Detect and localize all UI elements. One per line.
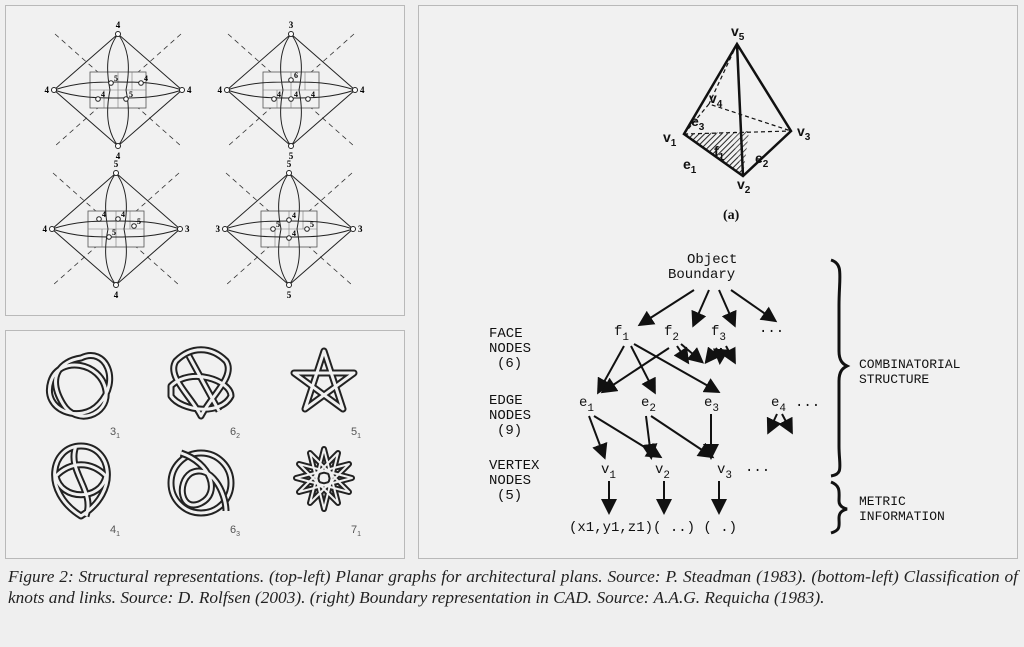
node-label: 4 xyxy=(311,90,315,99)
knot-label: 51 xyxy=(351,426,361,440)
node-label: 4 xyxy=(121,210,125,219)
knot-4-1 xyxy=(51,442,111,520)
node-label: 5 xyxy=(287,159,292,169)
figure-a-label: (a) xyxy=(723,208,740,223)
node-label: 4 xyxy=(116,151,121,161)
edge-node: e4 xyxy=(771,395,786,415)
knot-5-1 xyxy=(290,347,358,413)
braces xyxy=(830,258,851,535)
face-label: (6) xyxy=(497,356,522,372)
root-node: Boundary xyxy=(668,267,735,283)
combinatorial-label: STRUCTURE xyxy=(859,372,929,387)
face-node: f3 xyxy=(711,324,726,344)
vertex-node: v3 xyxy=(717,462,732,482)
knots-figure: 31 62 51 41 63 71 xyxy=(45,346,361,538)
edge-label: (9) xyxy=(497,423,522,439)
vertex-label: VERTEX xyxy=(489,458,540,474)
figure-caption: Figure 2: Structural representations. (t… xyxy=(8,567,1018,607)
label-v5: v5 xyxy=(731,23,745,43)
combinatorial-label: COMBINATORIAL xyxy=(859,357,960,372)
ellipsis: ... xyxy=(759,321,784,337)
node-label: 4 xyxy=(101,90,105,99)
brep-figure: v5 v4 e3 v1 v3 f1 e2 e1 v2 (a) Object Bo… xyxy=(489,23,960,536)
vertex-label: NODES xyxy=(489,473,531,489)
face-node: f2 xyxy=(664,324,679,344)
edge-node: e2 xyxy=(641,395,656,415)
metric-label: INFORMATION xyxy=(859,509,945,524)
hierarchy-arrows xyxy=(588,289,793,515)
node-label: 5 xyxy=(276,220,280,229)
planar-graph: 3 5 4 4 6 4 4 4 xyxy=(218,20,366,161)
edge-label: NODES xyxy=(489,408,531,424)
face-label: FACE xyxy=(489,326,523,342)
ellipsis: ... xyxy=(795,395,820,411)
coordinates: (x1,y1,z1)( ..) ( .) xyxy=(569,520,737,536)
node-label: 4 xyxy=(277,90,281,99)
node-label: 4 xyxy=(294,90,298,99)
node-label: 5 xyxy=(114,159,119,169)
node-label: 5 xyxy=(287,290,292,300)
node-label: 5 xyxy=(129,90,133,99)
node-label: 5 xyxy=(310,220,314,229)
label-v3: v3 xyxy=(797,123,811,143)
node-label: 4 xyxy=(116,20,121,30)
node-label: 4 xyxy=(292,211,296,220)
label-e2: e2 xyxy=(755,150,769,170)
knot-6-3 xyxy=(167,449,235,517)
knot-6-2 xyxy=(167,346,235,420)
face-node: f1 xyxy=(614,324,629,344)
label-v1: v1 xyxy=(663,129,677,149)
knot-label: 41 xyxy=(110,524,120,538)
knot-3-1 xyxy=(45,352,114,420)
label-e3: e3 xyxy=(691,113,705,133)
node-label: 5 xyxy=(114,74,118,83)
label-f1: f1 xyxy=(714,143,725,163)
edge-node: e1 xyxy=(579,395,594,415)
node-label: 6 xyxy=(294,71,298,80)
node-label: 4 xyxy=(114,290,119,300)
knot-label: 63 xyxy=(230,524,240,538)
brep-panel: v5 v4 e3 v1 v3 f1 e2 e1 v2 (a) Object Bo… xyxy=(418,5,1018,559)
edge-label: EDGE xyxy=(489,393,523,409)
vertex-label: (5) xyxy=(497,488,522,504)
node-label: 5 xyxy=(289,151,294,161)
knot-7-1 xyxy=(293,446,355,512)
node-label: 3 xyxy=(185,224,190,234)
node-label: 4 xyxy=(45,85,50,95)
node-label: 4 xyxy=(360,85,365,95)
node-label: 5 xyxy=(112,228,116,237)
node-label: 4 xyxy=(218,85,223,95)
vertex-node: v1 xyxy=(601,462,616,482)
metric-label: METRIC xyxy=(859,494,906,509)
planar-graph: 5 5 3 3 4 5 5 4 xyxy=(216,159,364,300)
knots-panel: 31 62 51 41 63 71 xyxy=(5,330,405,559)
knot-label: 62 xyxy=(230,426,240,440)
label-v4: v4 xyxy=(709,90,723,110)
label-e1: e1 xyxy=(683,156,697,176)
node-label: 5 xyxy=(137,217,141,226)
vertex-node: v2 xyxy=(655,462,670,482)
node-label: 3 xyxy=(216,224,221,234)
node-label: 4 xyxy=(292,229,296,238)
node-label: 3 xyxy=(358,224,363,234)
tetrahedron xyxy=(682,41,793,178)
ellipsis: ... xyxy=(745,460,770,476)
root-node: Object xyxy=(687,252,737,268)
face-label: NODES xyxy=(489,341,531,357)
node-label: 3 xyxy=(289,20,294,30)
label-v2: v2 xyxy=(737,176,751,196)
knot-label: 71 xyxy=(351,524,361,538)
knot-label: 31 xyxy=(110,426,120,440)
node-label: 4 xyxy=(144,74,148,83)
node-label: 4 xyxy=(187,85,192,95)
node-label: 4 xyxy=(102,210,106,219)
edge-node: e3 xyxy=(704,395,719,415)
node-label: 4 xyxy=(43,224,48,234)
